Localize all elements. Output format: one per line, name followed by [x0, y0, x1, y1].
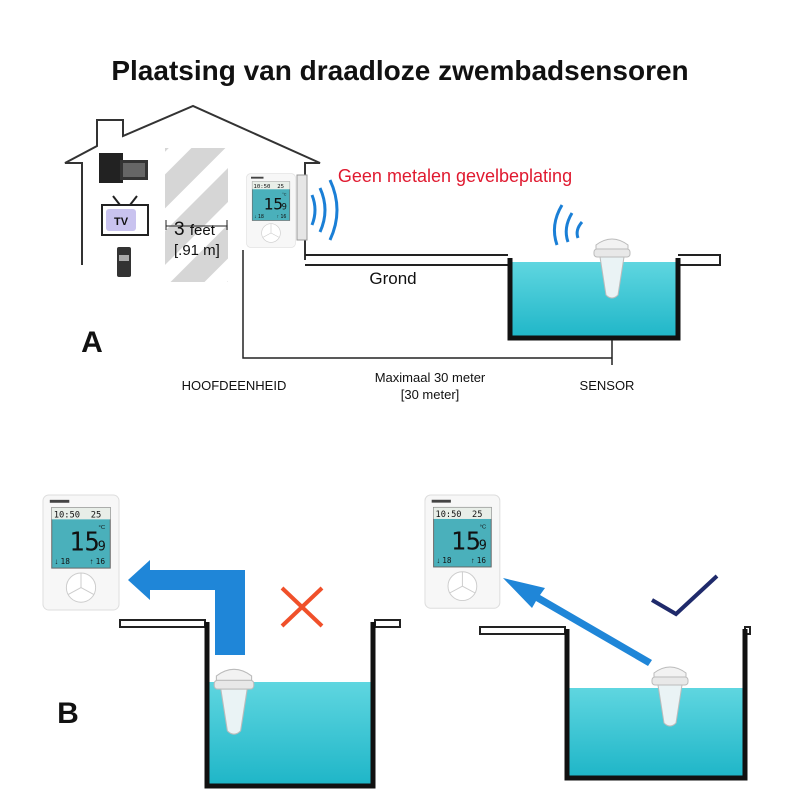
ground-line	[305, 254, 721, 266]
device-high-arrow: ↑	[277, 214, 280, 220]
ground-line-wrong	[119, 619, 401, 628]
device-outdoor-temp: 25	[277, 184, 284, 190]
device-time: 10:50	[436, 510, 462, 520]
wall-siding	[296, 174, 308, 241]
device-time: 10:50	[54, 510, 80, 520]
device-low-arrow: ↓	[254, 214, 257, 220]
device-low-arrow: ↓	[55, 557, 59, 566]
device-low: 18	[258, 214, 264, 220]
pool-correct	[564, 629, 748, 781]
max-distance-line1: Maximaal 30 meter	[375, 370, 486, 385]
device-low-arrow: ↓	[436, 556, 440, 565]
device-unit: °C	[480, 525, 486, 531]
ground-line-correct	[479, 626, 751, 635]
device-outdoor-temp: 25	[91, 510, 102, 520]
device-high: 16	[96, 557, 106, 566]
blocked-signal-arrow	[128, 560, 245, 655]
house-outline	[64, 104, 321, 265]
sensor-label: SENSOR	[580, 378, 635, 393]
distance-feet: 3 feet	[174, 219, 216, 240]
main-unit-device-correct: 10:50 25 15 9 °C ↓ 18 ↑ 16	[424, 494, 501, 609]
device-temperature-decimal: 9	[98, 539, 106, 555]
device-temperature: 15	[451, 527, 481, 556]
clear-signal-arrow	[503, 578, 652, 666]
device-low: 18	[61, 557, 71, 566]
pool	[507, 258, 681, 341]
main-unit-device: 10:50 25 15 9 °C ↓ 18 ↑ 16	[246, 173, 296, 248]
distance-meters: [.91 m]	[174, 242, 220, 259]
warning-text: Geen metalen gevelbeplating	[338, 166, 572, 186]
main-unit-device-wrong: 10:50 25 15 9 °C ↓ 18 ↑ 16	[42, 494, 120, 611]
device-temperature: 15	[69, 527, 100, 557]
max-distance-line2: [30 meter]	[401, 387, 460, 402]
section-a: TV 3 feet [.91 m] 10:50 25 15 9 °C ↓ 18 …	[64, 104, 721, 402]
device-high: 16	[477, 556, 487, 565]
distance-line	[242, 250, 613, 365]
check-icon	[650, 574, 719, 617]
tv-icon: TV	[101, 195, 149, 236]
cross-icon	[280, 586, 324, 628]
wall-stripes	[165, 148, 228, 282]
device-temperature-decimal: 9	[282, 202, 287, 212]
ground-label: Grond	[369, 269, 416, 288]
device-temperature-decimal: 9	[479, 539, 487, 554]
section-a-label: A	[81, 326, 103, 359]
tv-label: TV	[114, 216, 129, 228]
device-time: 10:50	[254, 184, 272, 190]
main-unit-label: HOOFDEENHEID	[182, 378, 287, 393]
pool-water	[510, 262, 678, 338]
signal-waves-icon	[310, 179, 584, 246]
section-b: B 10:50 25 15 9 °C ↓ 18 ↑ 16	[42, 494, 751, 789]
device-low: 18	[442, 556, 452, 565]
section-b-label: B	[57, 697, 79, 730]
device-high: 16	[280, 214, 286, 220]
device-outdoor-temp: 25	[472, 510, 482, 520]
page-title: Plaatsing van draadloze zwembadsensoren	[111, 55, 688, 86]
phone-icon	[117, 247, 131, 277]
device-high-arrow: ↑	[471, 556, 475, 565]
device-high-arrow: ↑	[90, 557, 94, 566]
device-unit: °C	[99, 525, 106, 531]
pool-water-correct	[567, 688, 743, 776]
pool-wrong	[204, 622, 376, 789]
device-temperature: 15	[264, 194, 284, 213]
computer-icon	[99, 153, 148, 183]
device-unit: °C	[282, 193, 286, 197]
